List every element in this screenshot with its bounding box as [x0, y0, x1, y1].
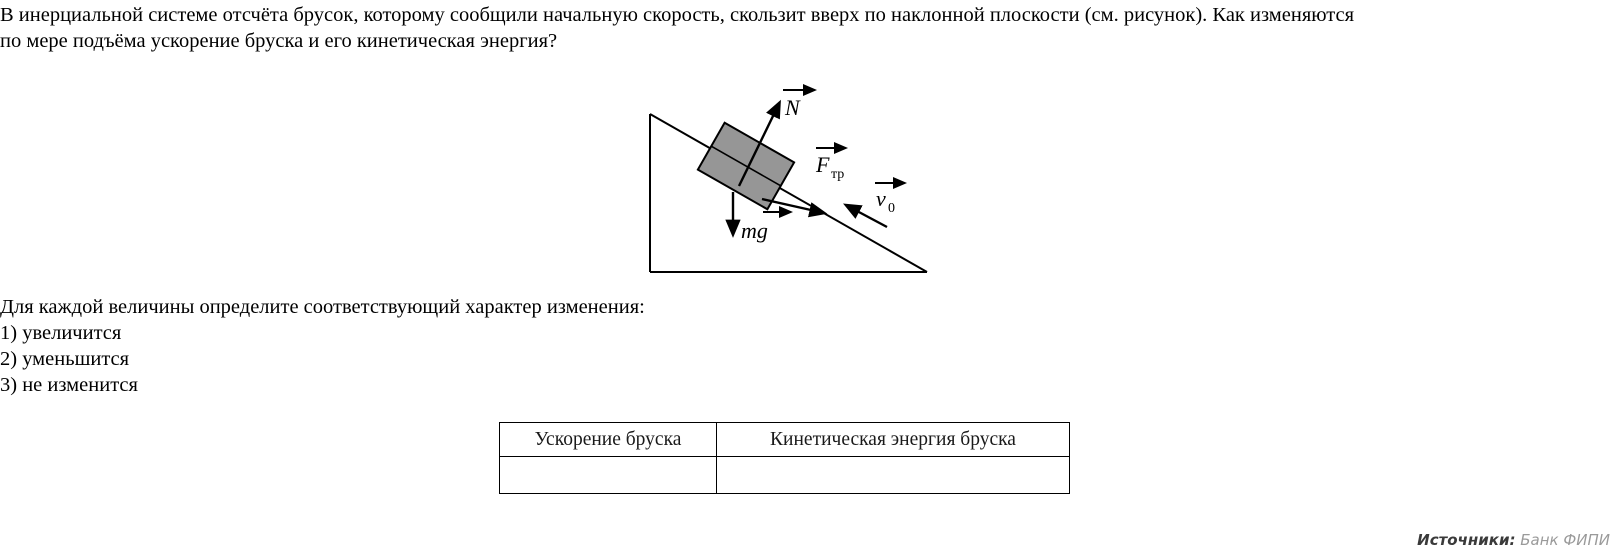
friction-force-label: F тр [815, 142, 848, 182]
answer-cell-acceleration[interactable] [499, 456, 717, 494]
answer-prompt: Для каждой величины определите соответст… [0, 296, 645, 318]
answer-option-3: 3) не изменится [0, 374, 138, 396]
answer-table: Ускорение бруска Кинетическая энергия бр… [499, 422, 1070, 494]
svg-text:v: v [876, 186, 886, 211]
svg-text:N: N [784, 95, 801, 120]
source-attribution: Источники: Банк ФИПИ [1417, 531, 1610, 549]
table-header-acceleration: Ускорение бруска [499, 422, 717, 457]
table-answer-row [499, 456, 1070, 494]
answer-instructions: Для каждой величины определите соответст… [0, 294, 900, 398]
source-value: Банк ФИПИ [1520, 531, 1610, 549]
answer-cell-kinetic-energy[interactable] [716, 456, 1070, 494]
initial-velocity-vector [843, 203, 888, 229]
normal-force-vector [737, 99, 781, 187]
table-header-kinetic-energy: Кинетическая энергия бруска [716, 422, 1070, 457]
answer-option-2: 2) уменьшится [0, 348, 130, 370]
question-text: В инерциальной системе отсчёта брусок, к… [0, 2, 1616, 54]
table-header-row: Ускорение бруска Кинетическая энергия бр… [499, 422, 1070, 457]
svg-text:F: F [815, 152, 830, 177]
source-label: Источники: [1417, 531, 1516, 549]
gravity-force-label: mg [741, 206, 793, 243]
svg-text:0: 0 [888, 201, 895, 216]
incline-triangle [649, 113, 928, 273]
initial-velocity-label: v 0 [875, 177, 907, 216]
sliding-block [696, 121, 796, 211]
friction-force-vector [761, 197, 828, 218]
normal-force-label: N [783, 84, 817, 120]
physics-figure: N F тр mg v 0 [620, 70, 960, 285]
answer-option-1: 1) увеличится [0, 322, 122, 344]
question-line-2: по мере подъёма ускорение бруска и его к… [0, 30, 558, 52]
svg-text:тр: тр [831, 167, 844, 182]
svg-text:mg: mg [741, 218, 768, 243]
question-line-1: В инерциальной системе отсчёта брусок, к… [0, 4, 1355, 26]
